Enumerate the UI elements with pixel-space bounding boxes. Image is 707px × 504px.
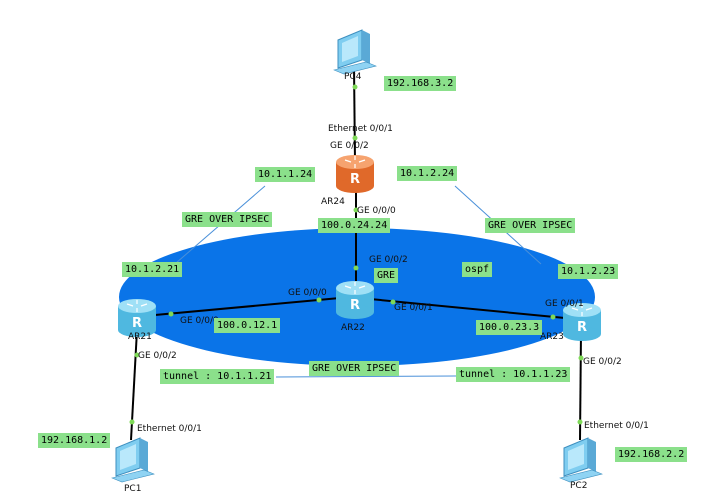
pc-icon[interactable] <box>111 437 155 483</box>
ip-tag: 192.168.1.2 <box>38 433 111 448</box>
tunnel-tag: tunnel : 10.1.1.23 <box>456 367 571 382</box>
ip-tag: 100.0.24.24 <box>318 218 391 233</box>
port-label: GE 0/0/1 <box>394 303 433 313</box>
gre-tunnel-line-bottom <box>275 375 457 378</box>
port-label: Ethernet 0/0/1 <box>584 421 649 431</box>
ip-tag: 192.168.3.2 <box>384 76 457 91</box>
device-name-ar23: AR23 <box>540 332 564 342</box>
port-label: GE 0/0/2 <box>369 255 408 265</box>
device-name-ar22: AR22 <box>341 323 365 333</box>
pc-icon[interactable] <box>559 437 603 483</box>
gre-label: GRE OVER IPSEC <box>309 361 400 376</box>
ip-tag: 10.1.2.24 <box>397 166 458 181</box>
ip-tag: 10.1.2.21 <box>122 262 183 277</box>
ip-tag: 10.1.1.24 <box>255 167 316 182</box>
svg-text:R: R <box>132 316 142 331</box>
router-icon[interactable]: R <box>563 303 601 341</box>
device-name-pc2: PC2 <box>570 481 588 491</box>
port-dots <box>129 84 584 425</box>
gre-label: GRE OVER IPSEC <box>485 218 576 233</box>
device-name-ar21: AR21 <box>128 332 152 342</box>
link-pc4-ar24 <box>353 65 356 163</box>
ip-tag: 100.0.23.3 <box>476 320 543 335</box>
ip-tag: 192.168.2.2 <box>615 447 688 462</box>
port-label: GE 0/0/1 <box>545 299 584 309</box>
ospf-label: ospf <box>462 262 493 277</box>
port-label: GE 0/0/2 <box>330 141 369 151</box>
device-name-pc4: PC4 <box>344 72 362 82</box>
port-label: Ethernet 0/0/1 <box>328 124 393 134</box>
router-icon[interactable]: R <box>336 155 374 193</box>
port-label: GE 0/0/0 <box>288 288 327 298</box>
link-ar21-ar22 <box>154 297 341 316</box>
device-name-pc1: PC1 <box>124 484 142 494</box>
ip-tag: 100.0.12.1 <box>214 318 281 333</box>
link-ar22-ar23 <box>369 298 566 319</box>
ip-tag: 10.1.2.23 <box>558 264 619 279</box>
tunnel-tag: tunnel : 10.1.1.21 <box>160 369 275 384</box>
gre-label: GRE <box>374 268 399 283</box>
svg-text:R: R <box>350 298 360 313</box>
port-label: GE 0/0/0 <box>357 206 396 216</box>
device-name-ar24: AR24 <box>321 197 345 207</box>
port-label: GE 0/0/2 <box>583 357 622 367</box>
port-label: Ethernet 0/0/1 <box>137 424 202 434</box>
svg-text:R: R <box>350 172 360 187</box>
router-icon[interactable]: R <box>118 299 156 337</box>
port-label: GE 0/0/0 <box>180 316 219 326</box>
pc-icon[interactable] <box>333 29 377 75</box>
gre-label: GRE OVER IPSEC <box>182 212 273 227</box>
port-label: GE 0/0/2 <box>138 351 177 361</box>
svg-text:R: R <box>577 320 587 335</box>
router-icon[interactable]: R <box>336 281 374 319</box>
